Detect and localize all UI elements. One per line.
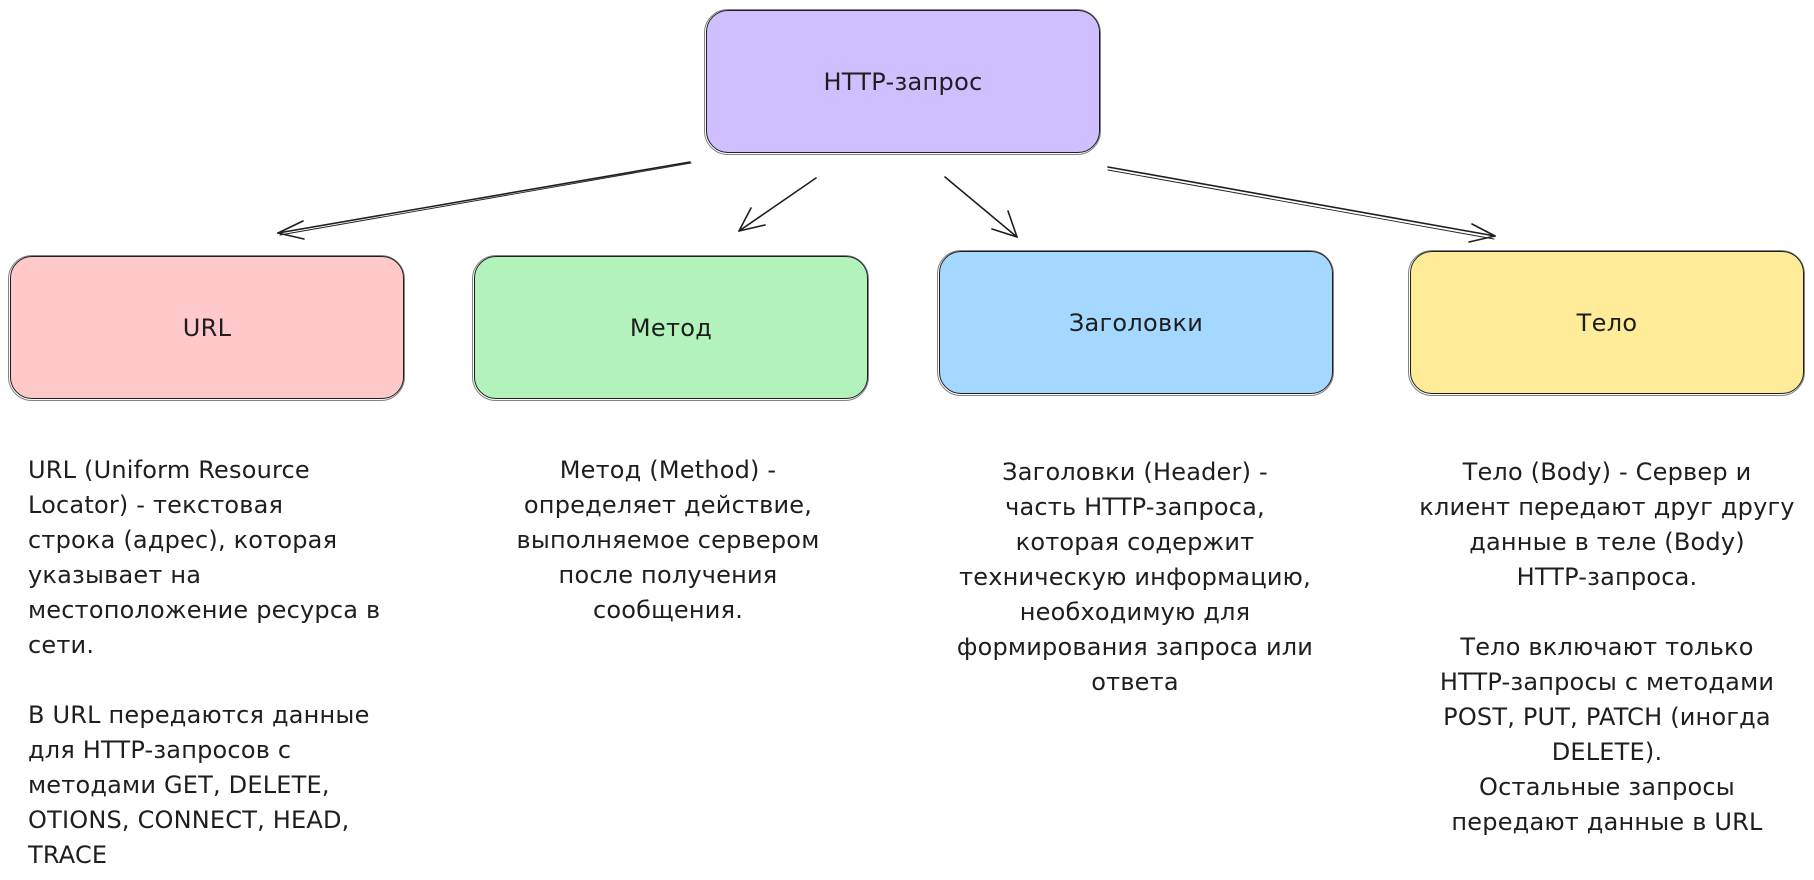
node-headers-label: Заголовки [1068, 308, 1204, 337]
node-method[interactable]: Метод [472, 255, 869, 401]
description-body: Тело (Body) - Сервер и клиент передают д… [1419, 458, 1795, 836]
node-headers[interactable]: Заголовки [937, 250, 1334, 396]
node-body-label: Тело [1576, 308, 1638, 337]
edge-root-to-headers [944, 176, 1018, 238]
node-http-request-label: HTTP-запрос [823, 67, 983, 96]
node-http-request[interactable]: HTTP-запрос [704, 9, 1101, 155]
description-url: URL (Uniform Resource Locator) - текстов… [28, 456, 381, 869]
edge-root-to-body [1107, 166, 1496, 243]
node-method-label: Метод [629, 313, 713, 342]
node-url[interactable]: URL [8, 255, 405, 401]
node-body[interactable]: Тело [1408, 250, 1805, 396]
edge-root-to-method [738, 177, 817, 232]
description-method: Метод (Method) - определяет действие, вы… [516, 456, 820, 624]
node-url-label: URL [182, 313, 232, 342]
edge-root-to-url [277, 161, 692, 240]
description-headers: Заголовки (Header) - часть HTTP-запроса,… [956, 458, 1314, 696]
